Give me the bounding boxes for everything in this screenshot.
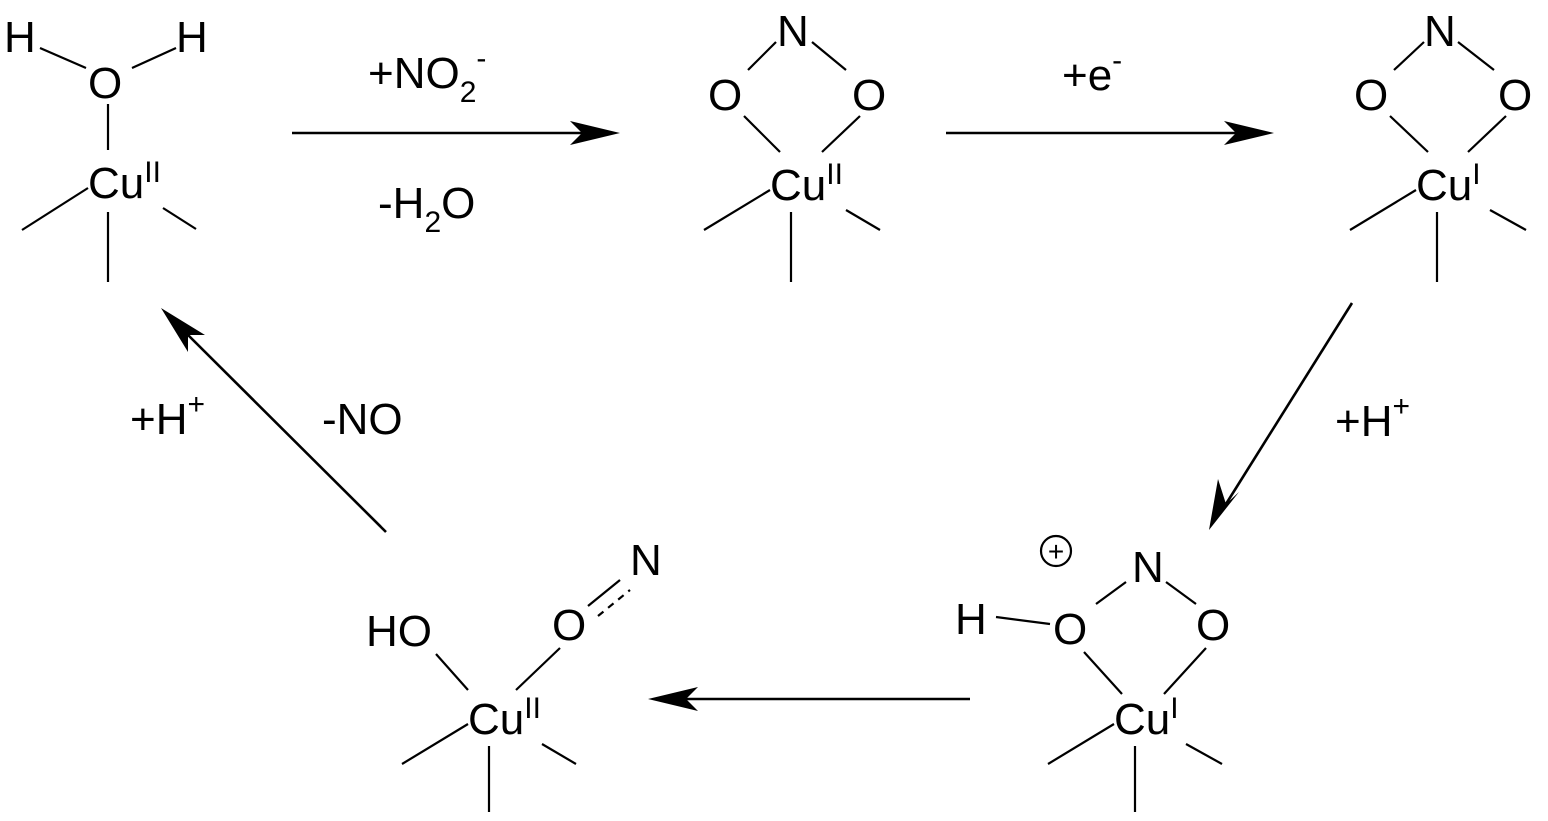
copper-symbol: Cu (1416, 161, 1472, 210)
bond-h-o-right (131, 46, 177, 70)
species-cu2-hydroxo-nitrosyl: N O HO CuII (366, 536, 662, 812)
ligand-bond-right (541, 743, 577, 765)
label-minus-water-subscript: 2 (424, 206, 441, 239)
label-plus-proton-text: +H (130, 395, 187, 444)
label-plus-proton-text: +H (1335, 397, 1392, 446)
ligand-bond-left (703, 189, 771, 231)
bond-o-cu-left (743, 115, 781, 153)
copper-atom: CuII (770, 158, 843, 210)
bond-h-o (995, 615, 1051, 626)
copper-atom: CuI (1416, 158, 1481, 210)
aqua-oxygen: O (88, 59, 122, 108)
bond-o-cu-left (1083, 651, 1123, 695)
label-minus-water-text: -H (378, 179, 424, 228)
hydroxide-label: HO (366, 607, 432, 656)
nitrite-oxygen-right: O (852, 71, 886, 120)
arrow-nitrite-binding: +NO2- -H2O (292, 42, 620, 239)
label-plus-proton: +H+ (130, 388, 205, 444)
bond-ho-cu (435, 653, 469, 691)
arrow-head (570, 121, 620, 145)
label-plus-electron-text: +e (1062, 51, 1112, 100)
label-plus-proton: +H+ (1335, 390, 1410, 446)
nitrite-oxygen-left: O (1354, 71, 1388, 120)
species-cu1-nitrite: N O O CuI (1349, 7, 1532, 282)
label-minus-water-tail: O (441, 179, 475, 228)
copper-symbol: Cu (1114, 695, 1170, 744)
nitrosyl-oxygen: O (552, 601, 586, 650)
arrow-head (1209, 479, 1239, 530)
arrow-head (1224, 121, 1274, 145)
ligand-bond-left (401, 723, 469, 765)
bond-n-o-right (1457, 41, 1495, 71)
bond-o-cu-right (1467, 115, 1507, 153)
oxidation-state: II (144, 156, 161, 189)
arrow-head (648, 687, 698, 711)
positive-charge-sign: + (1048, 536, 1064, 567)
ligand-bond-left (1047, 723, 1115, 765)
label-plus-nitrite: +NO2- (368, 42, 486, 109)
arrow-shaft (181, 328, 387, 533)
bond-o-cu-right (821, 115, 861, 153)
copper-atom: CuI (1114, 692, 1179, 744)
species-cu2-aqua: H H O CuII (4, 13, 208, 282)
bond-n-o-right (1165, 581, 1197, 605)
bond-n-o-left (1095, 581, 1127, 605)
oxidation-state: I (1170, 692, 1178, 725)
label-minus-water: -H2O (378, 179, 475, 239)
aqua-hydrogen-right: H (176, 13, 208, 62)
bond-o-cu-right (1163, 647, 1207, 695)
bond-o-n-single (587, 579, 621, 607)
label-minus-nitric-oxide: -NO (322, 395, 403, 444)
bond-o-cu-left (1389, 115, 1429, 153)
label-plus-proton-charge: + (1392, 390, 1410, 423)
arrow-head (161, 308, 205, 352)
label-plus-nitrite-text: +NO (368, 49, 460, 98)
nitrite-nitrogen: N (1424, 7, 1456, 56)
copper-symbol: Cu (770, 161, 826, 210)
ligand-bond-right (1489, 209, 1527, 231)
bond-o-cu (515, 647, 561, 691)
arrow-shaft (1224, 302, 1354, 505)
bond-n-o-left (747, 41, 777, 71)
nitrite-oxygen-left: O (1053, 605, 1087, 654)
arrow-protonation: +H+ (1209, 302, 1410, 530)
aqua-hydrogen-left: H (4, 13, 36, 62)
label-plus-nitrite-subscript: 2 (460, 76, 477, 109)
label-plus-electron: +e- (1062, 44, 1122, 100)
oxidation-state: II (524, 692, 541, 725)
ligand-bond-left (21, 187, 89, 231)
label-plus-nitrite-charge: - (476, 42, 486, 75)
bond-h-o-left (39, 46, 87, 70)
bond-n-o-right (811, 41, 847, 71)
copper-symbol: Cu (468, 695, 524, 744)
copper-symbol: Cu (88, 159, 144, 208)
nitrite-nitrogen: N (1132, 543, 1164, 592)
nitrite-oxygen-left: O (708, 71, 742, 120)
arrow-reduction: +e- (946, 44, 1274, 145)
label-plus-electron-charge: - (1112, 44, 1122, 77)
nitrite-oxygen-right: O (1498, 71, 1532, 120)
nitrosyl-nitrogen: N (630, 536, 662, 585)
nitrite-oxygen-right: O (1196, 601, 1230, 650)
nitrite-nitrogen: N (777, 7, 809, 56)
proton-hydrogen: H (955, 595, 987, 644)
positive-charge-circle (1039, 534, 1073, 568)
species-cu2-nitrite: N O O CuII (703, 7, 886, 282)
ligand-bond-right (1185, 743, 1223, 765)
copper-atom: CuII (468, 692, 541, 744)
species-cu1-protonated-nitrite: + N H O O CuI (955, 534, 1230, 812)
ligand-bond-right (845, 209, 881, 231)
arrow-no-release: +H+ -NO (130, 308, 403, 533)
arrow-no-bond-cleavage (648, 687, 970, 711)
oxidation-state: I (1472, 158, 1480, 191)
copper-atom: CuII (88, 156, 161, 208)
oxidation-state: II (826, 158, 843, 191)
ligand-bond-right (162, 207, 197, 230)
bond-o-n-partial (597, 589, 631, 617)
bond-n-o-left (1393, 41, 1425, 71)
ligand-bond-left (1349, 189, 1417, 231)
label-plus-proton-charge: + (187, 388, 205, 421)
